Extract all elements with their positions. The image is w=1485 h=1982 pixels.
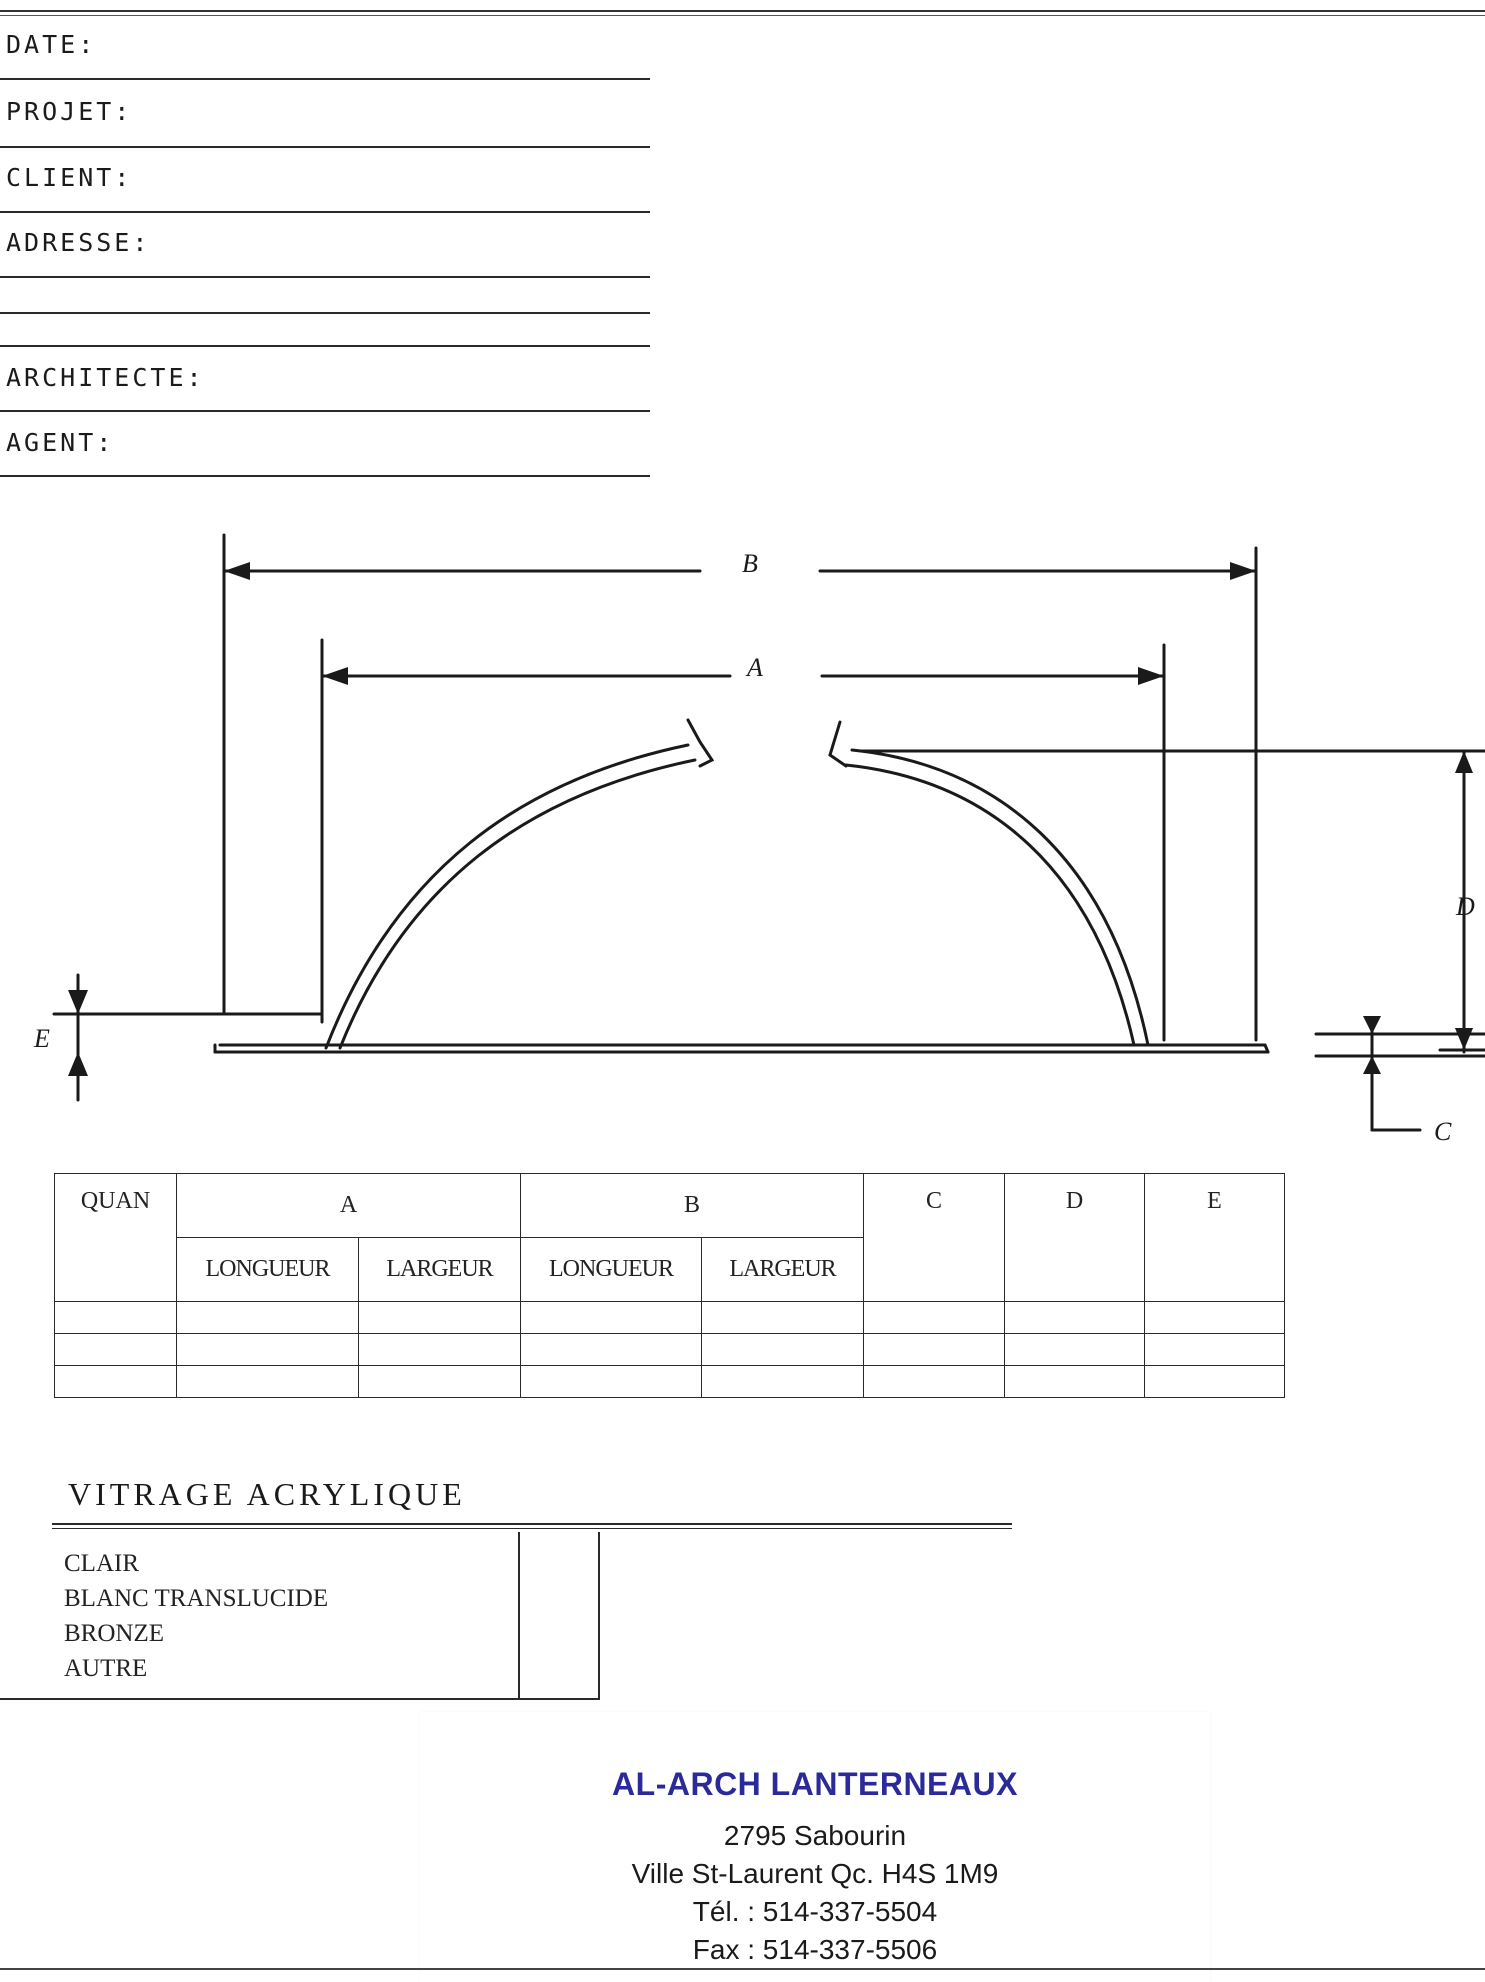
- agent-line[interactable]: [0, 475, 650, 477]
- c-arrow-bottom: [1363, 1056, 1381, 1074]
- vitrage-box-divider: [518, 1532, 520, 1698]
- header-d: D: [1004, 1173, 1145, 1302]
- label-a: A: [745, 653, 763, 682]
- header-a-width: LARGEUR: [358, 1237, 521, 1302]
- vitrage-option-other[interactable]: AUTRE: [64, 1655, 148, 1682]
- agent-label: AGENT:: [6, 428, 115, 457]
- dome-break-left: [686, 718, 715, 768]
- project-line[interactable]: [0, 146, 650, 148]
- label-b: B: [742, 549, 758, 578]
- company-stamp: AL-ARCH LANTERNEAUX 2795 Sabourin Ville …: [420, 1712, 1210, 1982]
- d-arrow-top: [1455, 751, 1473, 773]
- label-e: E: [33, 1024, 50, 1053]
- company-tel: Tél. : 514-337-5504: [692, 1896, 938, 1927]
- bottom-rule: [0, 1968, 1485, 1970]
- vitrage-rule: [52, 1523, 1012, 1529]
- a-arrow-left: [322, 667, 348, 685]
- address-line-2[interactable]: [0, 312, 650, 314]
- b-arrow-right: [1230, 562, 1256, 580]
- vitrage-box-bottom: [0, 1698, 600, 1700]
- header-b-width: LARGEUR: [701, 1237, 864, 1302]
- vitrage-title: VITRAGE ACRYLIQUE: [68, 1476, 466, 1512]
- table-row[interactable]: [54, 1301, 1285, 1334]
- dome-break-right: [828, 720, 848, 768]
- vitrage-box-edge: [598, 1532, 600, 1698]
- vitrage-option-bronze[interactable]: BRONZE: [64, 1620, 164, 1647]
- company-fax: Fax : 514-337-5506: [692, 1934, 938, 1965]
- address-line-3[interactable]: [0, 345, 650, 347]
- address-label: ADRESSE:: [6, 228, 151, 257]
- e-arrow-top: [68, 990, 88, 1014]
- date-label: DATE:: [6, 30, 97, 59]
- project-label: PROJET:: [6, 97, 133, 126]
- label-c: C: [1434, 1117, 1452, 1146]
- b-arrow-left: [224, 562, 250, 580]
- table-row[interactable]: [54, 1365, 1285, 1398]
- c-arrow-top: [1363, 1016, 1381, 1034]
- header-quan: QUAN: [54, 1173, 177, 1302]
- e-arrow-bottom: [68, 1052, 88, 1076]
- skylight-dimension-drawing: B A D E C: [33, 533, 1485, 1146]
- header-e: E: [1144, 1173, 1285, 1302]
- dimensions-table: QUAN A B C D E LONGUEUR LARGEUR LONGUEUR…: [54, 1173, 1285, 1398]
- vitrage-options: CLAIR BLANC TRANSLUCIDE BRONZE AUTRE: [64, 1546, 328, 1686]
- dome-arc-right-outer: [850, 748, 1150, 1047]
- top-rule: [0, 10, 1485, 16]
- d-arrow-bottom: [1455, 1028, 1473, 1050]
- header-c: C: [863, 1173, 1005, 1302]
- address-line-1[interactable]: [0, 276, 650, 278]
- header-a: A: [176, 1173, 521, 1238]
- company-name: AL-ARCH LANTERNEAUX: [612, 1766, 1018, 1802]
- architect-label: ARCHITECTE:: [6, 363, 205, 392]
- company-city: Ville St-Laurent Qc. H4S 1M9: [631, 1858, 999, 1889]
- header-b-length: LONGUEUR: [520, 1237, 702, 1302]
- dome-arc-left-outer: [324, 743, 690, 1050]
- vitrage-option-clear[interactable]: CLAIR: [64, 1550, 139, 1577]
- vitrage-option-translucent-white[interactable]: BLANC TRANSLUCIDE: [64, 1585, 329, 1612]
- dome-arc-right-inner: [844, 763, 1136, 1047]
- dome-arc-left-inner: [338, 758, 697, 1050]
- client-label: CLIENT:: [6, 163, 133, 192]
- header-b: B: [520, 1173, 864, 1238]
- table-row[interactable]: [54, 1333, 1285, 1366]
- architect-line[interactable]: [0, 410, 650, 412]
- label-d: D: [1455, 892, 1475, 921]
- header-a-length: LONGUEUR: [176, 1237, 359, 1302]
- client-line[interactable]: [0, 211, 650, 213]
- date-line[interactable]: [0, 78, 650, 80]
- company-street: 2795 Sabourin: [723, 1820, 907, 1851]
- a-arrow-right: [1138, 667, 1164, 685]
